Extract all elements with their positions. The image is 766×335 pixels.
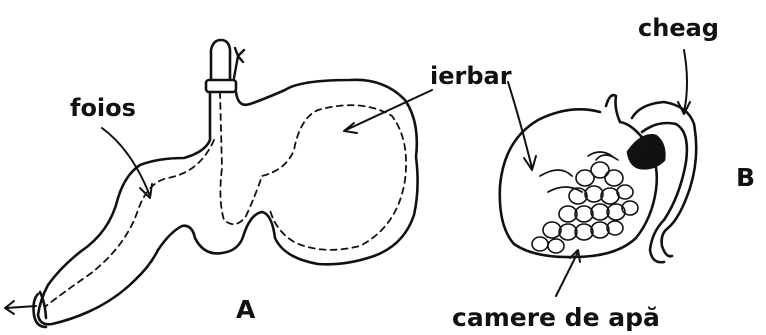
figure-label-a: A: [236, 295, 256, 324]
label-ierbar: ierbar: [430, 62, 512, 90]
exit-arrow: [5, 301, 36, 314]
foios-arrow: [102, 128, 150, 196]
camere-arrow: [556, 252, 578, 296]
esophagus: [211, 40, 230, 82]
figure-label-b: B: [736, 163, 755, 192]
esophagus-b: [606, 95, 620, 122]
label-cheag: cheag: [638, 14, 719, 42]
cheag-arrow: [684, 50, 687, 112]
label-camere-de-apa: camere de apă: [452, 303, 660, 332]
abomasum-dark-fill: [628, 135, 664, 168]
esophagus-ring: [206, 80, 236, 92]
abomasum-outline: [632, 102, 696, 256]
ierbar-arrow: [346, 90, 432, 130]
figure-b-stomach: [500, 50, 696, 296]
figure-a-inner-dashed-left: [46, 140, 214, 306]
label-foios: foios: [70, 94, 136, 122]
honeycomb-chambers: [532, 152, 638, 253]
figure-a-stomach: [5, 40, 432, 327]
esophagus-tuft: [234, 48, 244, 78]
